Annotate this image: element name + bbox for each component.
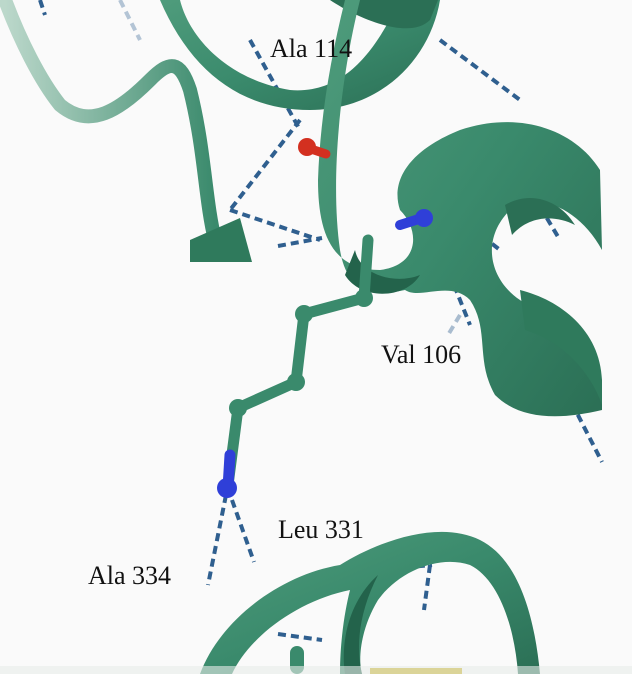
residue-label-leu-331: Leu 331 xyxy=(278,515,364,544)
ribbon-strand-tip xyxy=(190,218,252,262)
helix-bottom xyxy=(200,531,540,674)
carbon-atom xyxy=(295,305,313,323)
helix-central-inner xyxy=(505,197,575,235)
residue-label-ala-114: Ala 114 xyxy=(270,34,353,63)
ribbon-loop-upper-left xyxy=(0,0,222,247)
side-chain-stick xyxy=(222,234,374,491)
hbond-line xyxy=(229,208,321,242)
hbond-line xyxy=(230,499,256,563)
carbon-atom xyxy=(355,289,373,307)
hbond-line xyxy=(438,38,522,102)
side-chain-bonds xyxy=(222,234,374,491)
nitrogen-atom-backbone xyxy=(415,209,433,227)
residue-label-ala-334: Ala 334 xyxy=(88,561,172,590)
hbond-line xyxy=(248,39,302,131)
hbond-line xyxy=(277,236,323,248)
hbond-line xyxy=(422,564,432,611)
side-chain-atoms xyxy=(229,289,373,417)
oxygen-atom xyxy=(298,138,316,156)
helix-bottom-inner xyxy=(343,575,378,674)
helix-right xyxy=(520,290,602,405)
residue-label-val-106: Val 106 xyxy=(381,340,462,369)
carbon-atom xyxy=(229,399,247,417)
hbond-line xyxy=(38,0,47,16)
hbond-line xyxy=(118,0,142,41)
nitrogen-atom-side-chain xyxy=(217,478,237,498)
hbond-line xyxy=(228,118,302,212)
carbon-atom xyxy=(287,373,305,391)
hbond-line xyxy=(206,494,228,586)
hbond-line xyxy=(446,313,462,337)
frame-edge xyxy=(0,666,632,674)
helix-top-left xyxy=(160,0,440,110)
hbond-line xyxy=(277,632,323,642)
